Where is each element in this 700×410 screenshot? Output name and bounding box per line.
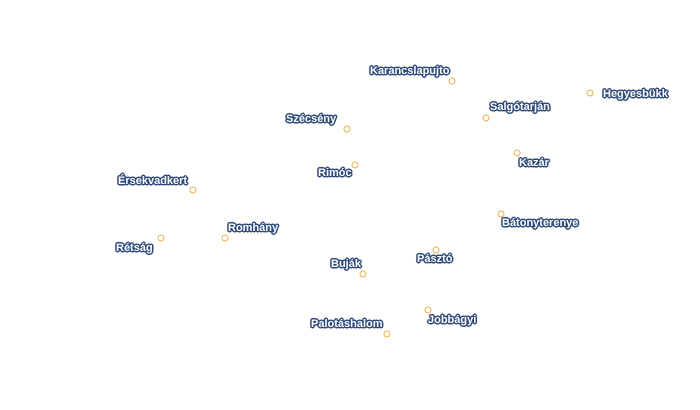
place-marker-rimoc[interactable] [351, 161, 359, 169]
place-marker-salgotarjan[interactable] [482, 114, 490, 122]
place-label-paszto: Pásztó [417, 253, 453, 265]
place-marker-romhany[interactable] [221, 234, 229, 242]
place-marker-batonyterenye[interactable] [497, 210, 505, 218]
place-marker-palotashalom[interactable] [383, 330, 391, 338]
place-marker-hegyesbukk[interactable] [586, 89, 594, 97]
place-marker-retsag[interactable] [157, 234, 165, 242]
place-label-szecseny: Szécsény [286, 113, 337, 125]
place-marker-ersekvadkert[interactable] [189, 186, 197, 194]
place-marker-szecseny[interactable] [343, 125, 351, 133]
place-label-romhany: Romhány [228, 222, 279, 234]
place-marker-kazar[interactable] [513, 149, 521, 157]
place-label-karancslapujto: Karancslapujto [370, 65, 450, 77]
place-marker-paszto[interactable] [432, 246, 440, 254]
place-marker-karancslapujto[interactable] [448, 77, 456, 85]
place-label-hegyesbukk: Hegyesbükk [603, 88, 668, 100]
place-label-ersekvadkert: Érsekvadkert [118, 175, 188, 187]
place-label-rimoc: Rimóc [318, 167, 352, 179]
place-label-palotashalom: Palotáshalom [311, 318, 383, 330]
place-marker-bujak[interactable] [359, 270, 367, 278]
place-label-retsag: Rétság [116, 242, 153, 254]
place-marker-jobbagyi[interactable] [424, 306, 432, 314]
place-label-bujak: Buják [331, 258, 361, 270]
place-label-kazar: Kazár [519, 157, 549, 169]
place-label-salgotarjan: Salgótarján [490, 101, 550, 113]
place-label-jobbagyi: Jobbágyi [428, 314, 477, 326]
place-label-batonyterenye: Bátonyterenye [502, 217, 579, 229]
